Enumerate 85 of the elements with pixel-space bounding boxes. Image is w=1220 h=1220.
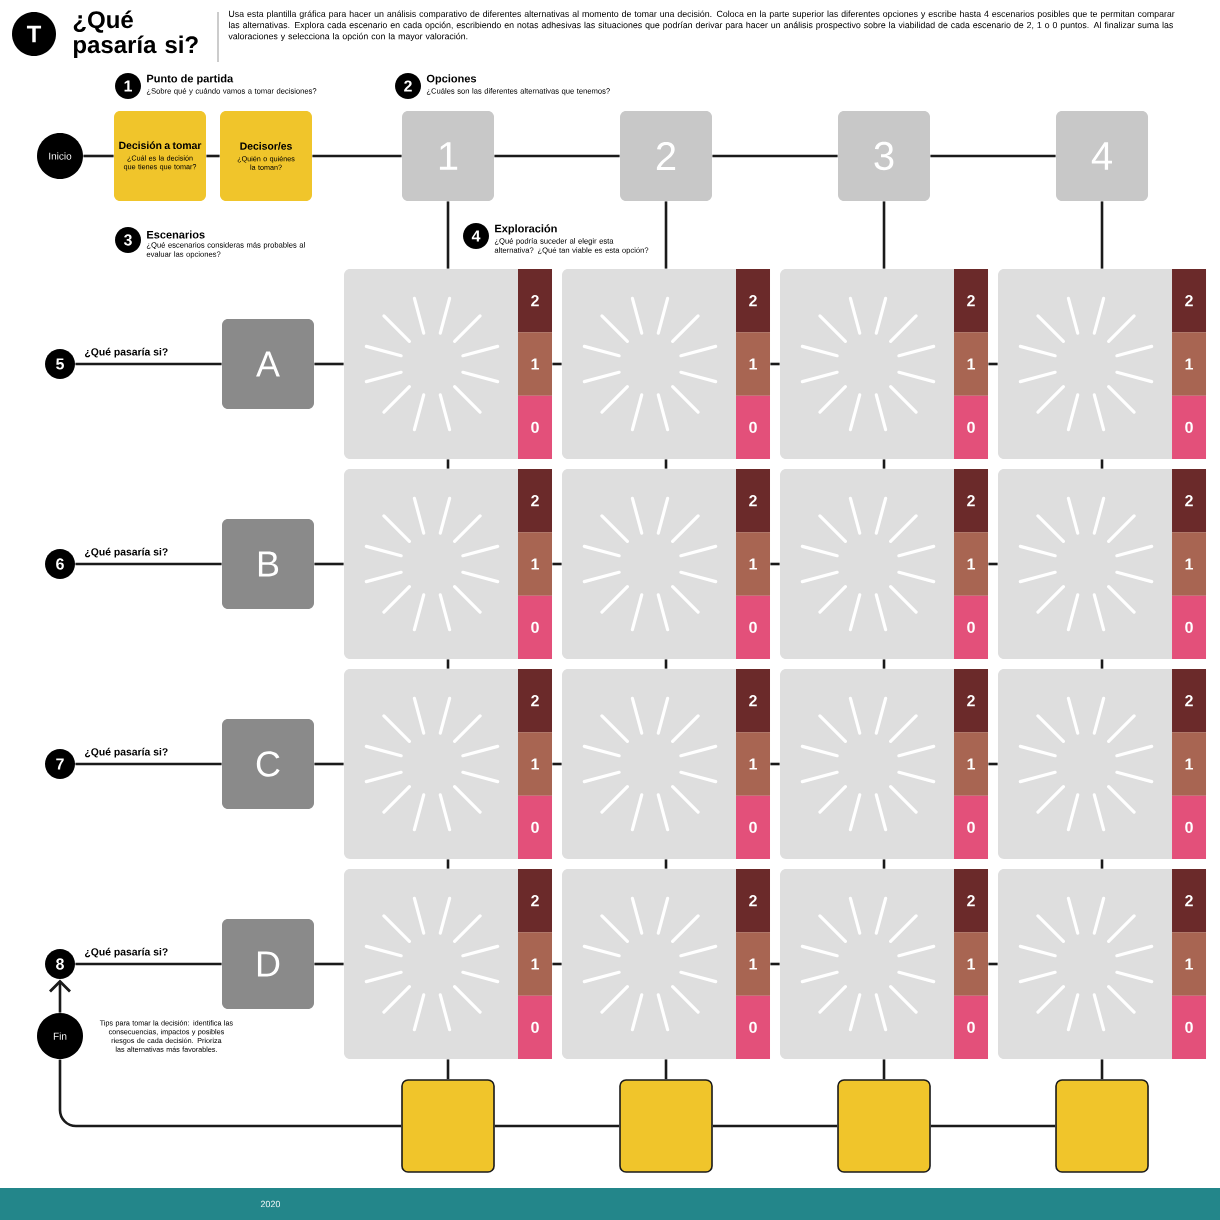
total-box xyxy=(837,1079,931,1173)
connector xyxy=(314,762,344,766)
connector xyxy=(882,659,886,669)
evaluation-card: 2 1 0 xyxy=(562,269,770,459)
scenario-box: C xyxy=(222,719,314,809)
connector xyxy=(494,154,620,158)
step-number: 3 xyxy=(115,227,141,253)
connector xyxy=(75,762,222,766)
connector xyxy=(446,659,450,669)
connector xyxy=(494,1124,620,1128)
evaluation-card: 2 1 0 xyxy=(344,269,552,459)
evaluation-card: 2 1 0 xyxy=(562,869,770,1059)
evaluation-card: 2 1 0 xyxy=(344,869,552,1059)
connector xyxy=(552,762,562,766)
step-number: 4 xyxy=(463,223,489,249)
connector xyxy=(712,1124,838,1128)
connector xyxy=(664,201,668,269)
evaluation-card: 2 1 0 xyxy=(344,669,552,859)
total-box xyxy=(401,1079,495,1173)
evaluation-card: 2 1 0 xyxy=(562,469,770,659)
connector xyxy=(1100,459,1104,469)
connector xyxy=(770,962,780,966)
step-number: 5 xyxy=(45,349,75,379)
connector xyxy=(988,962,998,966)
step-number: 2 xyxy=(395,73,421,99)
evaluation-card: 2 1 0 xyxy=(780,469,988,659)
connector xyxy=(446,859,450,869)
connector xyxy=(83,154,114,158)
connector xyxy=(664,659,668,669)
evaluation-card: 2 1 0 xyxy=(998,269,1206,459)
connector xyxy=(664,1059,668,1080)
step-number: 6 xyxy=(45,549,75,579)
connector xyxy=(75,362,222,366)
scenario-box: D xyxy=(222,919,314,1009)
connector xyxy=(75,562,222,566)
connector xyxy=(1100,1059,1104,1080)
connector xyxy=(552,362,562,366)
scenario-box: A xyxy=(222,319,314,409)
evaluation-card: 2 1 0 xyxy=(780,869,988,1059)
step-number: 1 xyxy=(115,73,141,99)
scenario-box: B xyxy=(222,519,314,609)
connector xyxy=(1100,659,1104,669)
evaluation-card: 2 1 0 xyxy=(998,669,1206,859)
connector xyxy=(930,1124,1056,1128)
connector xyxy=(312,154,402,158)
evaluation-card: 2 1 0 xyxy=(344,469,552,659)
connector xyxy=(882,201,886,269)
evaluation-card: 2 1 0 xyxy=(780,669,988,859)
connector xyxy=(49,979,71,1013)
step-number: 7 xyxy=(45,749,75,779)
connector xyxy=(712,154,838,158)
connector xyxy=(75,962,222,966)
category-badge: T xyxy=(12,12,56,56)
connector xyxy=(988,562,998,566)
connector xyxy=(930,154,1056,158)
connector xyxy=(552,562,562,566)
connector xyxy=(1100,859,1104,869)
evaluation-card: 2 1 0 xyxy=(562,669,770,859)
connector xyxy=(882,1059,886,1080)
connector xyxy=(206,154,220,158)
evaluation-card: 2 1 0 xyxy=(998,469,1206,659)
connector xyxy=(552,962,562,966)
connector xyxy=(446,1059,450,1080)
connector xyxy=(770,562,780,566)
connector xyxy=(314,362,344,366)
connector xyxy=(314,962,344,966)
connector xyxy=(58,1059,402,1128)
connector xyxy=(770,762,780,766)
total-box xyxy=(1055,1079,1149,1173)
connector xyxy=(314,562,344,566)
connector xyxy=(882,859,886,869)
total-box xyxy=(619,1079,713,1173)
evaluation-card: 2 1 0 xyxy=(780,269,988,459)
title: ¿Qué pasaría si? xyxy=(73,10,198,58)
connector xyxy=(1100,201,1104,269)
connector xyxy=(664,859,668,869)
connector xyxy=(664,459,668,469)
connector xyxy=(770,362,780,366)
connector xyxy=(988,362,998,366)
step-number: 8 xyxy=(45,949,75,979)
evaluation-card: 2 1 0 xyxy=(998,869,1206,1059)
connector xyxy=(446,201,450,269)
connector xyxy=(988,762,998,766)
connector xyxy=(446,459,450,469)
connector xyxy=(882,459,886,469)
